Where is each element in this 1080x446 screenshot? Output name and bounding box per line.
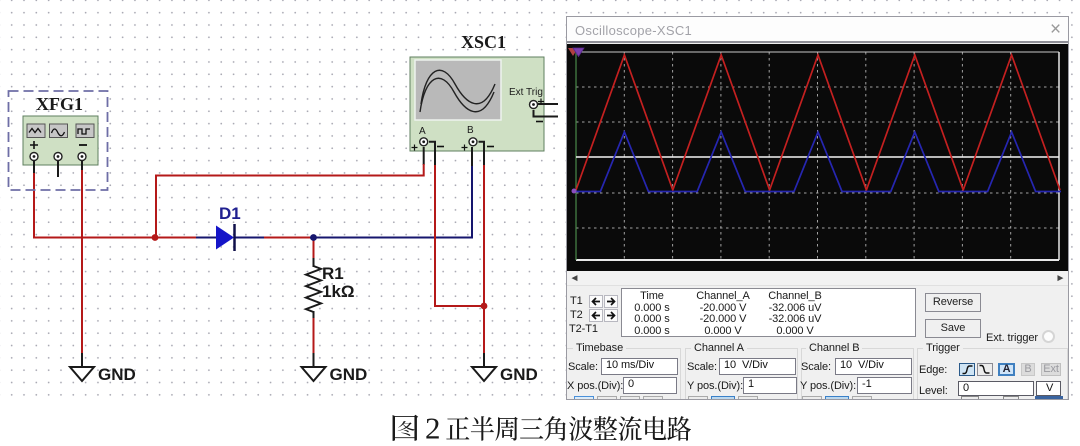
svg-text:GND: GND — [500, 365, 538, 384]
svg-text:R1: R1 — [322, 264, 344, 283]
svg-text:GND: GND — [330, 365, 368, 384]
svg-text:1kΩ: 1kΩ — [322, 282, 355, 301]
svg-text:XSC1: XSC1 — [461, 32, 506, 52]
svg-text:A: A — [419, 126, 426, 137]
svg-text:2: 2 — [425, 411, 441, 446]
svg-text:GND: GND — [98, 365, 136, 384]
svg-text:D1: D1 — [219, 204, 241, 223]
svg-text:XFG1: XFG1 — [36, 94, 83, 114]
svg-text:Ext Trig: Ext Trig — [509, 87, 543, 98]
svg-text:B: B — [467, 125, 474, 136]
